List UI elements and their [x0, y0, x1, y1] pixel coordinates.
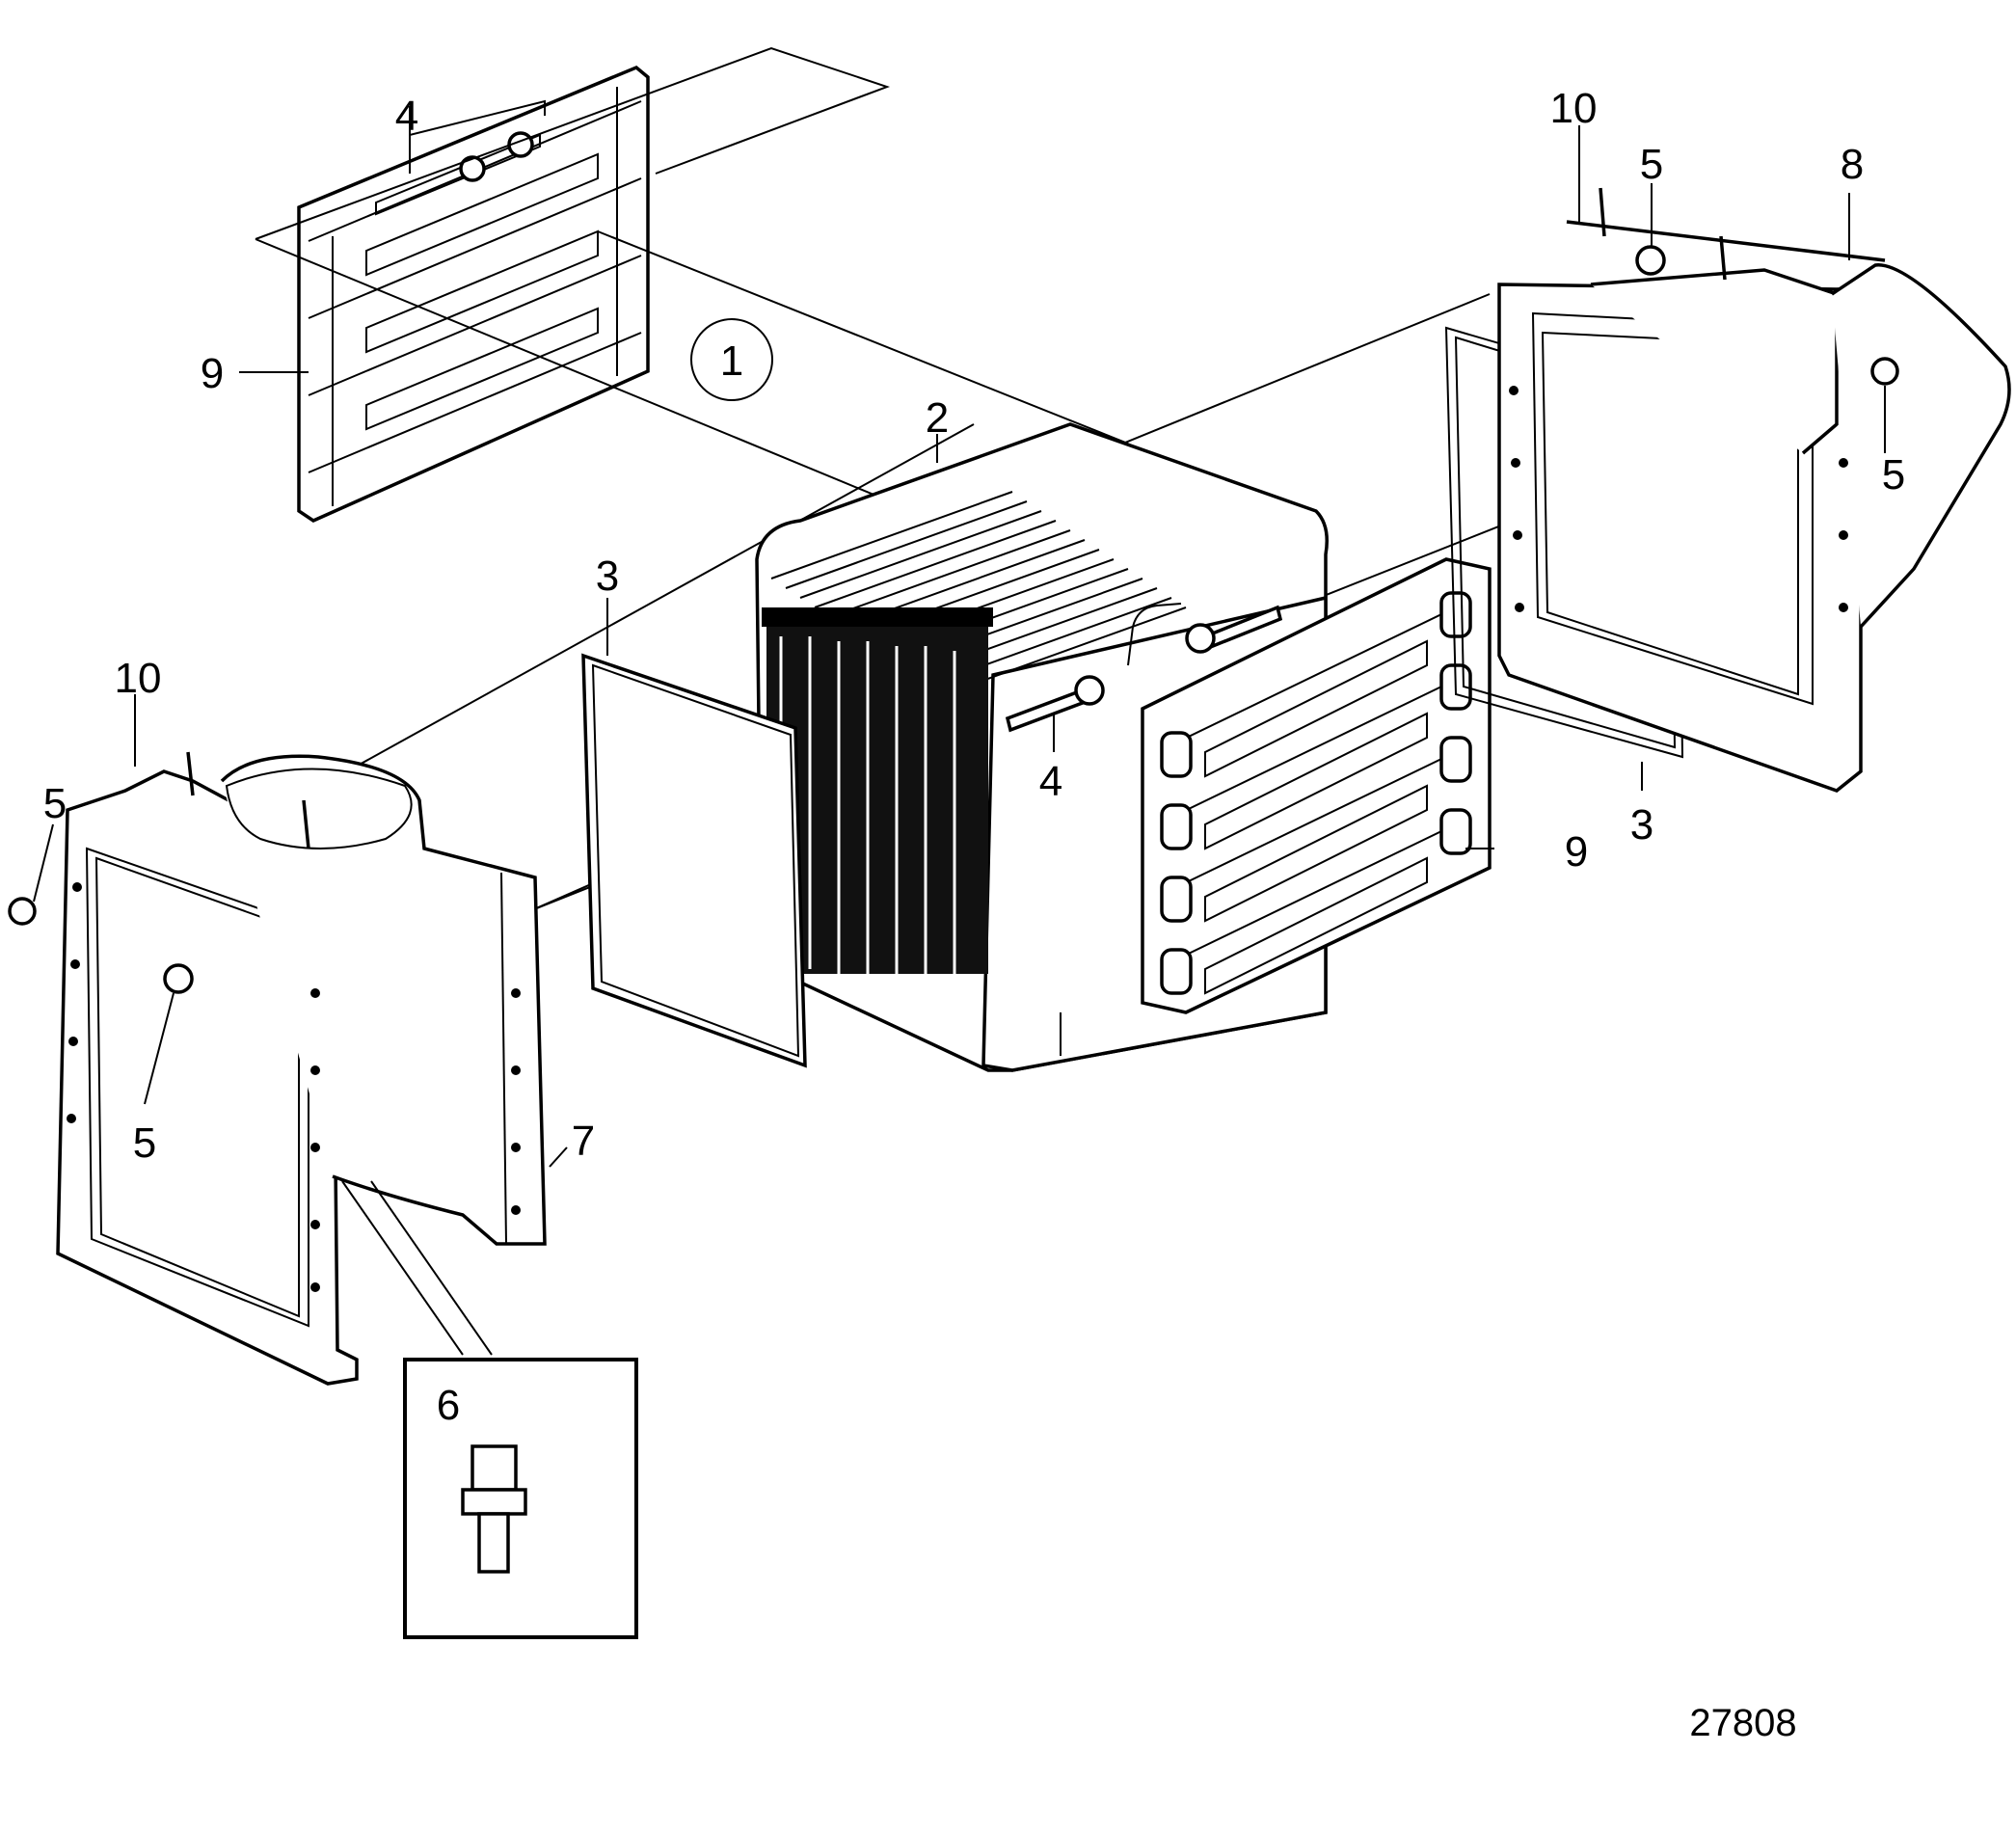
bolt-right	[1185, 605, 1283, 654]
callout-8: 8	[1841, 141, 1864, 188]
lower-tube-plate	[1141, 557, 1492, 1014]
callout-9-left: 9	[201, 350, 224, 397]
callout-3-right: 3	[1630, 801, 1653, 849]
right-housing-holes	[1509, 386, 1848, 612]
callout-5-left-inner: 5	[133, 1119, 156, 1167]
callout-circle-1	[690, 318, 773, 401]
callout-6: 6	[437, 1382, 460, 1429]
core-fins	[761, 491, 1187, 1071]
callout-5-top-right: 5	[1640, 141, 1663, 188]
callout-1: 1	[720, 337, 743, 385]
callout-9-right: 9	[1565, 828, 1588, 876]
figure-number: 27808	[1689, 1702, 1796, 1744]
leader-lines	[33, 99, 1886, 1168]
left-gasket	[581, 653, 807, 1068]
callout-3-left: 3	[596, 553, 619, 600]
left-housing	[56, 751, 547, 1386]
detail-box	[341, 1180, 638, 1639]
nut-left-outer	[8, 897, 37, 926]
right-housing	[1497, 187, 2011, 793]
callout-10-right: 10	[1550, 85, 1598, 132]
callout-5-right: 5	[1882, 451, 1905, 499]
callout-4-top: 4	[395, 93, 418, 140]
callout-4-mid: 4	[1039, 758, 1062, 805]
upper-tube-plate	[297, 65, 650, 523]
callout-7: 7	[572, 1118, 595, 1165]
callout-5-left-outer: 5	[43, 780, 67, 827]
callout-2: 2	[926, 394, 949, 442]
right-housing-studs	[1566, 187, 1886, 281]
nut-right	[1870, 357, 1899, 386]
bolt-center	[1005, 675, 1105, 733]
left-housing-holes	[67, 882, 521, 1292]
nut-left-inner	[163, 963, 194, 994]
hose-nipple	[461, 1444, 527, 1574]
left-housing-studs	[186, 751, 310, 849]
callout-10-left: 10	[115, 655, 162, 702]
